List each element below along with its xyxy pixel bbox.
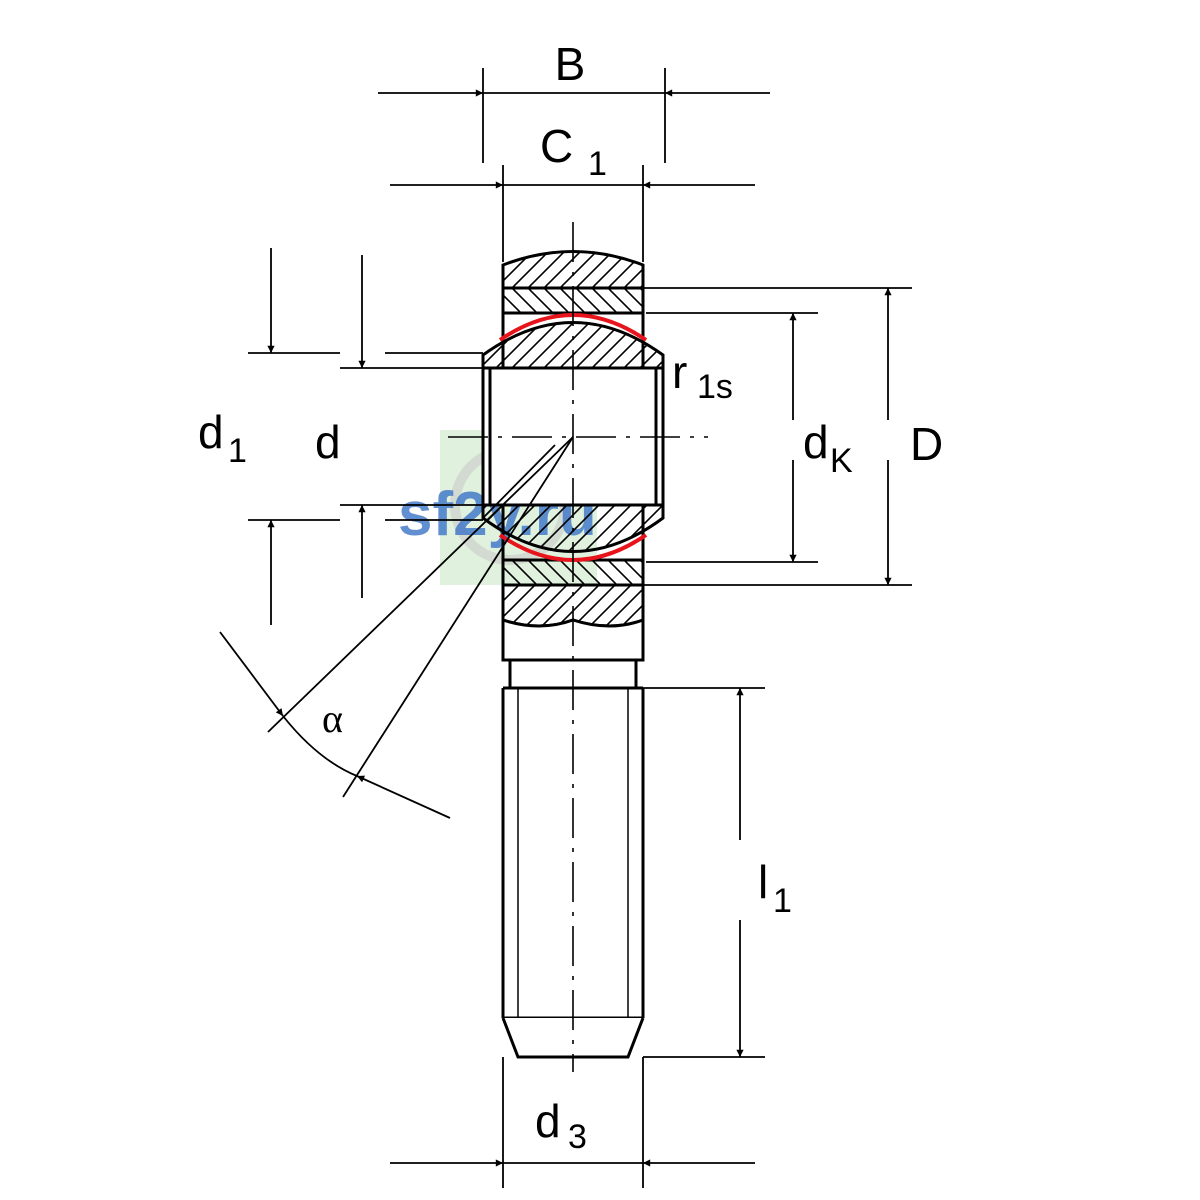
label-c1-sub: 1: [588, 145, 607, 183]
label-alpha: α: [322, 696, 343, 741]
label-c1: C: [540, 120, 573, 172]
dimension-b: [378, 68, 770, 163]
label-d1-sub: 1: [228, 432, 247, 470]
label-dk: d: [803, 416, 829, 468]
label-b: B: [555, 38, 586, 90]
label-d3-sub: 3: [568, 1118, 587, 1156]
dimension-l1: [643, 687, 765, 1058]
label-l1-sub: 1: [773, 882, 792, 920]
label-dk-sub: K: [830, 442, 853, 480]
label-l1: l: [758, 856, 768, 908]
dimension-d: [340, 255, 483, 598]
dimension-d3: [390, 1057, 755, 1188]
label-d1: d: [198, 406, 224, 458]
label-d: d: [315, 416, 341, 468]
label-d3: d: [535, 1095, 561, 1147]
dimension-big-d: [643, 287, 912, 586]
dimension-dk: [646, 312, 818, 563]
label-r1s: r: [672, 346, 687, 398]
label-big-d: D: [910, 418, 943, 470]
dimension-c1: [390, 165, 755, 262]
dimension-d1: [248, 248, 340, 625]
center-lines: [448, 222, 708, 1072]
dimension-alpha: [219, 436, 574, 819]
label-r1s-sub: 1s: [697, 368, 733, 406]
